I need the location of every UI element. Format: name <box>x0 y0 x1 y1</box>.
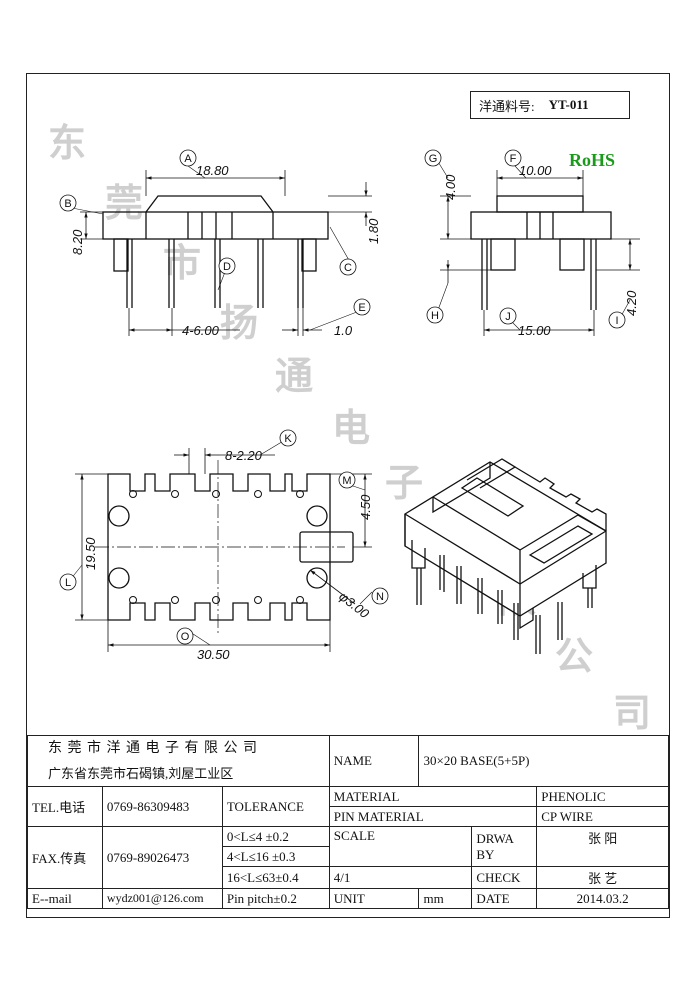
isometric-view <box>404 458 607 654</box>
label-G: G <box>429 153 438 165</box>
drawing-sheet-border <box>26 73 670 918</box>
fax-label: FAX.传真 <box>27 826 103 889</box>
tolerance-line-4: Pin pitch±0.2 <box>221 888 330 909</box>
front-view <box>71 165 372 336</box>
tolerance-line-1: 0<L≤4 ±0.2 <box>221 826 330 847</box>
label-K: K <box>284 433 292 445</box>
watermark-char: 电 <box>332 406 371 450</box>
dim-N-value: φ3.00 <box>336 589 372 622</box>
top-view <box>69 439 373 652</box>
label-H: H <box>431 310 439 322</box>
material-value: PHENOLIC <box>536 786 669 807</box>
side-view <box>436 159 640 336</box>
label-I: I <box>615 315 618 327</box>
watermark-char: 通 <box>275 354 314 398</box>
tel-label: TEL.电话 <box>27 786 103 827</box>
unit-label: UNIT <box>328 888 420 909</box>
label-D: D <box>223 261 231 273</box>
dim-D-value: 4-6.00 <box>182 323 220 338</box>
tolerance-line-3: 16<L≤63±0.4 <box>221 866 330 889</box>
label-O: O <box>181 631 190 643</box>
email-value: wydz001@126.com <box>101 888 223 909</box>
label-J: J <box>505 311 511 323</box>
name-value: 30×20 BASE(5+5P) <box>418 735 669 787</box>
watermark-char: 莞 <box>105 181 144 225</box>
name-label: NAME <box>328 735 420 787</box>
company-address: 广东省东莞市石碣镇,刘屋工业区 <box>27 758 330 787</box>
dim-B-value: 8.20 <box>70 229 85 255</box>
label-L: L <box>65 577 71 589</box>
material-label: MATERIAL <box>328 786 538 807</box>
label-A: A <box>184 153 192 165</box>
part-number-label: 洋通料号: <box>479 98 535 114</box>
watermark-char: 公 <box>555 634 594 678</box>
scale-value: 4/1 <box>328 866 473 889</box>
dim-C-value: 1.80 <box>366 218 381 244</box>
label-C: C <box>344 262 352 274</box>
pin-material-value: CP WIRE <box>536 806 669 827</box>
dim-I-value: 4.20 <box>624 290 639 316</box>
email-label: E--mail <box>27 888 103 909</box>
date-label: DATE <box>471 888 538 909</box>
tolerance-line-2: 4<L≤16 ±0.3 <box>221 846 330 867</box>
drawn-by-value: 张 阳 <box>536 826 669 867</box>
date-value: 2014.03.2 <box>536 888 669 909</box>
dim-F-value: 10.00 <box>519 163 552 178</box>
dim-J-value: 15.00 <box>518 323 551 338</box>
dim-M-value: 4.50 <box>358 494 373 520</box>
check-value: 张 艺 <box>536 866 669 889</box>
scale-label: SCALE <box>328 826 473 867</box>
dim-A-value: 18.80 <box>196 163 229 178</box>
part-number-box: 洋通料号: YT-011 <box>470 91 630 119</box>
dim-O-value: 30.50 <box>197 647 230 662</box>
company-name: 东 莞 市 洋 通 电 子 有 限 公 司 <box>27 735 330 758</box>
drawn-by-label: DRWA BY <box>471 826 538 867</box>
watermark-char: 子 <box>385 461 424 505</box>
side-view-body <box>470 211 612 240</box>
label-E: E <box>358 302 365 314</box>
pin-material-label: PIN MATERIAL <box>328 806 538 827</box>
check-label: CHECK <box>471 866 538 889</box>
label-B: B <box>64 198 71 210</box>
label-F: F <box>510 153 517 165</box>
part-number-value: YT-011 <box>548 97 589 112</box>
watermark-char: 东 <box>48 121 87 165</box>
dim-E-value: 1.0 <box>334 323 353 338</box>
watermark-char: 扬 <box>220 301 259 345</box>
title-block: 东 莞 市 洋 通 电 子 有 限 公 司 NAME 30×20 BASE(5+… <box>27 735 669 909</box>
dim-K-value: 8-2.20 <box>225 448 263 463</box>
tel-value: 0769-86309483 <box>101 786 223 827</box>
unit-value: mm <box>418 888 473 909</box>
tolerance-label: TOLERANCE <box>221 786 330 827</box>
label-M: M <box>342 475 351 487</box>
rohs-mark: RoHS <box>569 150 616 170</box>
label-N: N <box>376 591 384 603</box>
dim-L-value: 19.50 <box>83 537 98 570</box>
fax-value: 0769-89026473 <box>101 826 223 889</box>
dim-G-value: 4.00 <box>443 174 458 200</box>
watermark-char: 司 <box>613 691 652 735</box>
